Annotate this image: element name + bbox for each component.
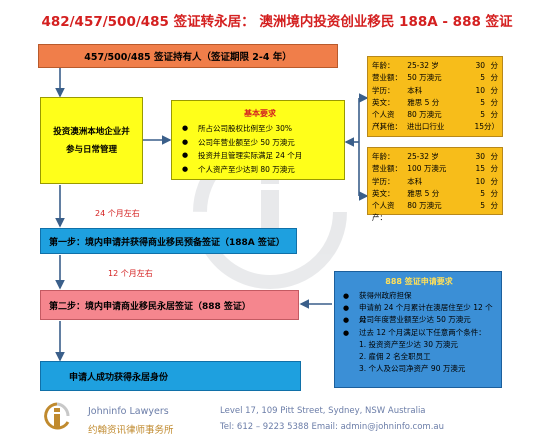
step1-box: 第一步：境内申请并获得商业移民预备签证（188A 签证） — [40, 228, 297, 254]
duration-label-24-months: 24 个月左右 — [95, 209, 140, 218]
visa888-requirements-box: 888 签证申请要求 ●获得州政府担保 ●申请前 24 个月累计在澳居住至少 1… — [334, 271, 502, 388]
basic-requirements-box: 基本要求 ●所占公司股权比例至少 30% ●公司年营业额至少 50 万澳元 ●投… — [171, 100, 345, 180]
list-sub-item: 2. 雇佣 2 名全职员工 — [359, 351, 431, 361]
list-item: ●过去 12 个月满足以下任意两个条件： — [343, 327, 495, 339]
bullet-icon: ● — [182, 124, 189, 132]
final-result-box: 申请人成功获得永居身份 — [40, 361, 301, 391]
list-item: ●所占公司股权比例至少 30% — [182, 122, 338, 136]
basic-requirements-list: ●所占公司股权比例至少 30% ●公司年营业额至少 50 万澳元 ●投资并且管理… — [182, 122, 338, 176]
basic-requirements-title: 基本要求 — [244, 109, 276, 118]
visa-holder-box: 457/500/485 签证持有人（签证期限 2-4 年） — [38, 44, 338, 68]
firm-address: Level 17, 109 Pitt Street, Sydney, NSW A… — [220, 406, 426, 416]
firm-contact: Tel: 612 – 9223 5388 Email: admin@johnin… — [220, 422, 445, 432]
visa888-requirements-title: 888 签证申请要求 — [385, 277, 453, 286]
visa888-requirements-list: ●获得州政府担保 ●申请前 24 个月累计在澳居住至少 12 个月 ●公司年度营… — [343, 290, 495, 375]
invest-line-1: 投资澳洲本地企业并 — [53, 126, 130, 137]
bullet-icon: ● — [343, 316, 350, 325]
bullet-icon: ● — [182, 151, 189, 159]
list-item: ●公司年度营业额至少达 50 万澳元 — [343, 314, 495, 326]
page-title: 482/457/500/485 签证转永居： 澳洲境内投资创业移民 188A -… — [41, 14, 513, 30]
bullet-icon: ● — [182, 137, 189, 146]
invest-manage-box: 投资澳洲本地企业并 参与日常管理 — [40, 97, 143, 184]
bullet-icon: ● — [343, 304, 350, 313]
list-item: ●投资并且管理实际满足 24 个月 — [182, 149, 338, 163]
list-item: ●个人资产至少达到 80 万澳元 — [182, 163, 338, 177]
list-item: ●公司年营业额至少 50 万澳元 — [182, 136, 338, 150]
invest-line-2: 参与日常管理 — [65, 144, 117, 155]
bullet-icon: ● — [343, 328, 350, 337]
list-sub-item: 1. 投资资产至少达 30 万澳元 — [359, 339, 458, 349]
list-sub-item: 3. 个人及公司净资产 90 万澳元 — [359, 364, 466, 374]
step2-box: 第二步：境内申请商业移民永居签证（888 签证） — [40, 290, 299, 320]
firm-name-cn: 约翰资讯律师事务所 — [88, 425, 174, 436]
firm-name-en: Johninfo Lawyers — [88, 406, 169, 417]
firm-logo-icon — [44, 402, 70, 430]
list-item: ●申请前 24 个月累计在澳居住至少 12 个月 — [343, 303, 493, 325]
bullet-icon: ● — [343, 292, 350, 300]
bullet-icon: ● — [182, 164, 189, 173]
duration-label-12-months: 12 个月左右 — [108, 269, 153, 278]
list-item: ●获得州政府担保 — [343, 290, 495, 302]
